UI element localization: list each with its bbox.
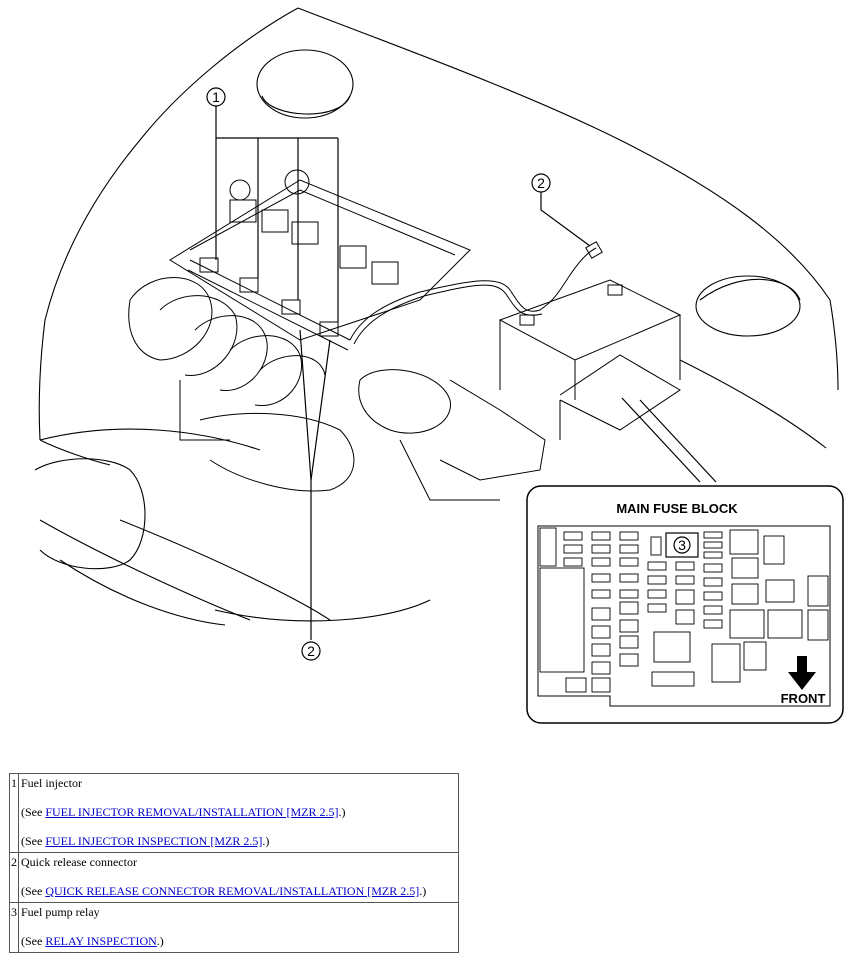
reference-prefix: (See	[21, 805, 46, 819]
battery	[498, 279, 682, 400]
reference-suffix: .)	[156, 934, 164, 948]
reference-prefix: (See	[21, 884, 46, 898]
callout-2-bottom: 2	[301, 641, 321, 661]
svg-text:1: 1	[212, 89, 220, 105]
legend-reference: (See FUEL INJECTOR REMOVAL/INSTALLATION …	[21, 804, 456, 833]
reference-suffix: .)	[262, 834, 270, 848]
leader-lines	[215, 106, 717, 640]
reference-link[interactable]: FUEL INJECTOR INSPECTION [MZR 2.5]	[45, 834, 263, 848]
reference-suffix: .)	[338, 805, 346, 819]
reference-link[interactable]: FUEL INJECTOR REMOVAL/INSTALLATION [MZR …	[45, 805, 339, 819]
front-label: FRONT	[781, 691, 826, 706]
reference-prefix: (See	[21, 934, 46, 948]
main-fuse-block-inset: MAIN FUSE BLOCK	[526, 485, 844, 724]
legend-description: Quick release connector (See QUICK RELEAS…	[18, 852, 459, 903]
svg-text:2: 2	[307, 643, 315, 659]
fuse-block-title: MAIN FUSE BLOCK	[616, 501, 738, 516]
reference-suffix: .)	[419, 884, 427, 898]
legend-number: 2	[9, 852, 19, 903]
svg-text:3: 3	[678, 537, 686, 553]
svg-text:2: 2	[537, 175, 545, 191]
callout-3: 3	[673, 536, 691, 554]
legend-reference: (See RELAY INSPECTION.)	[21, 933, 456, 951]
legend-number: 1	[9, 773, 19, 853]
reference-link[interactable]: QUICK RELEASE CONNECTOR REMOVAL/INSTALLA…	[45, 884, 420, 898]
fuse-block-housing	[559, 354, 681, 440]
reference-prefix: (See	[21, 834, 46, 848]
legend-description: Fuel injector (See FUEL INJECTOR REMOVAL/…	[18, 773, 459, 853]
legend-number: 3	[9, 902, 19, 953]
callout-1: 1	[206, 87, 226, 107]
front-arrow-icon	[788, 656, 816, 690]
vehicle-body-outline	[34, 7, 839, 626]
legend-item-name: Fuel injector	[21, 776, 82, 790]
legend-reference: (See FUEL INJECTOR INSPECTION [MZR 2.5].…	[21, 833, 456, 851]
reference-link[interactable]: RELAY INSPECTION	[45, 934, 157, 948]
engine-assembly	[128, 169, 603, 501]
fuse-slots	[539, 527, 829, 693]
legend-item-name: Fuel pump relay	[21, 905, 100, 919]
callout-2-top: 2	[531, 173, 551, 193]
legend-item-name: Quick release connector	[21, 855, 137, 869]
legend-description: Fuel pump relay (See RELAY INSPECTION.)	[18, 902, 459, 953]
engine-compartment-diagram: 1 2 2 MAIN FUSE BLOCK	[34, 7, 844, 724]
legend-reference: (See QUICK RELEASE CONNECTOR REMOVAL/INS…	[21, 883, 456, 901]
